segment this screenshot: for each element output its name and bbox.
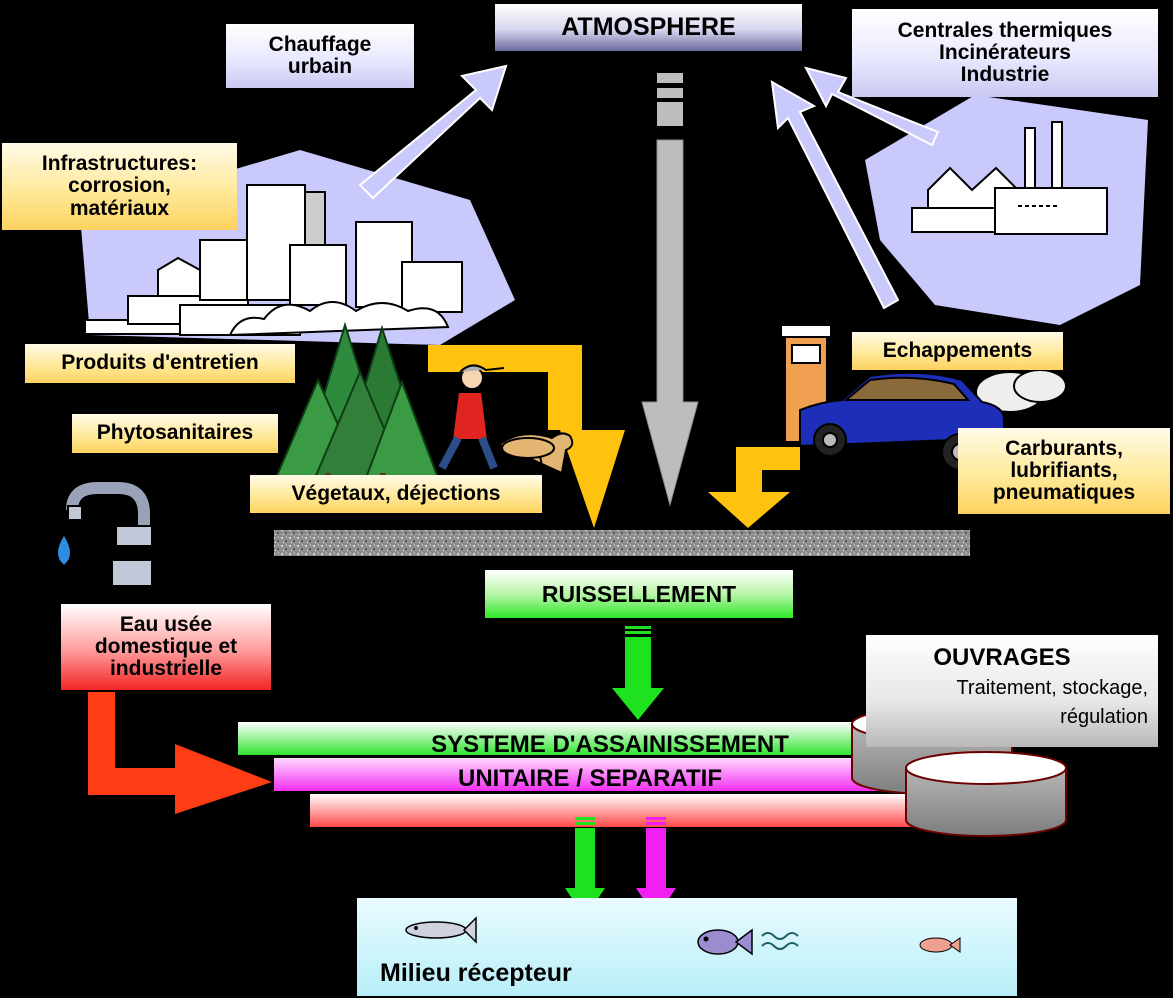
overflow-arrow-stripe [646,817,666,820]
factory-emission-arrow [804,66,940,147]
fallout-arrow-segment [657,88,683,98]
sewer-type-label: UNITAIRE / SEPARATIF [458,765,722,793]
fallout-arrow-segment [657,73,683,83]
trees-icon [274,321,440,483]
fuels-label: Carburants, lubrifiants, pneumatiques [958,428,1170,514]
works-subtitle: Traitement, stockage, régulation [956,677,1148,729]
receiving-water [357,898,1017,996]
fallout-arrow-segment [657,102,683,126]
sewer-bar-green [238,722,878,755]
overflow-arrow-stripe [646,822,666,825]
outflow-arrow-stripe [575,817,595,820]
runoff-arrow-stripe [625,626,651,629]
cleaning-products-label: Produits d'entretien [25,344,295,383]
exhaust-label: Echappements [852,332,1063,370]
car-emission-arrow [770,80,900,310]
tank-icon [905,751,1067,837]
fallout-arrow [641,139,699,507]
car-icon [799,369,1067,471]
car-runoff-arrow [708,447,800,528]
city-icon [84,184,463,337]
sewer-system-label: SYSTEME D'ASSAINISSEMENT [431,731,789,759]
vegetation-droppings-label: Végetaux, déjections [250,475,542,513]
works-box: OUVRAGES Traitement, stockage, régulatio… [866,635,1158,747]
industry-label: Centrales thermiques Incinérateurs Indus… [852,9,1158,97]
fish-icon [919,937,961,953]
phytosanitary-label: Phytosanitaires [72,414,278,453]
heating-emission-arrow [358,64,508,200]
infrastructures-label: Infrastructures: corrosion, matériaux [2,143,237,230]
overflow-arrow-magenta [636,828,676,918]
fish-icon [405,916,477,944]
factory-icon [911,121,1108,235]
outflow-arrow-green [565,828,605,918]
vegetation-runoff-arrow [428,345,625,528]
wastewater-label: Eau usée domestique et industrielle [61,604,271,690]
urban-heating-label: Chauffage urbain [226,24,414,88]
sewer-bar-pink [274,758,914,791]
faucet-icon [56,482,153,587]
runoff-arrow [612,637,664,720]
outflow-arrow-stripe [575,822,595,825]
receiving-environment-label: Milieu récepteur [380,958,572,987]
road-surface [274,530,970,556]
sewage-arrow [88,692,272,814]
walker-with-dog-icon [438,364,574,477]
fish-icon [697,928,799,956]
runoff-label: RUISSELLEMENT [485,570,793,618]
runoff-arrow-stripe [625,631,651,634]
works-title: OUVRAGES [933,644,1071,671]
atmosphere-label: ATMOSPHERE [495,4,802,51]
sewer-bar-red [310,794,950,827]
